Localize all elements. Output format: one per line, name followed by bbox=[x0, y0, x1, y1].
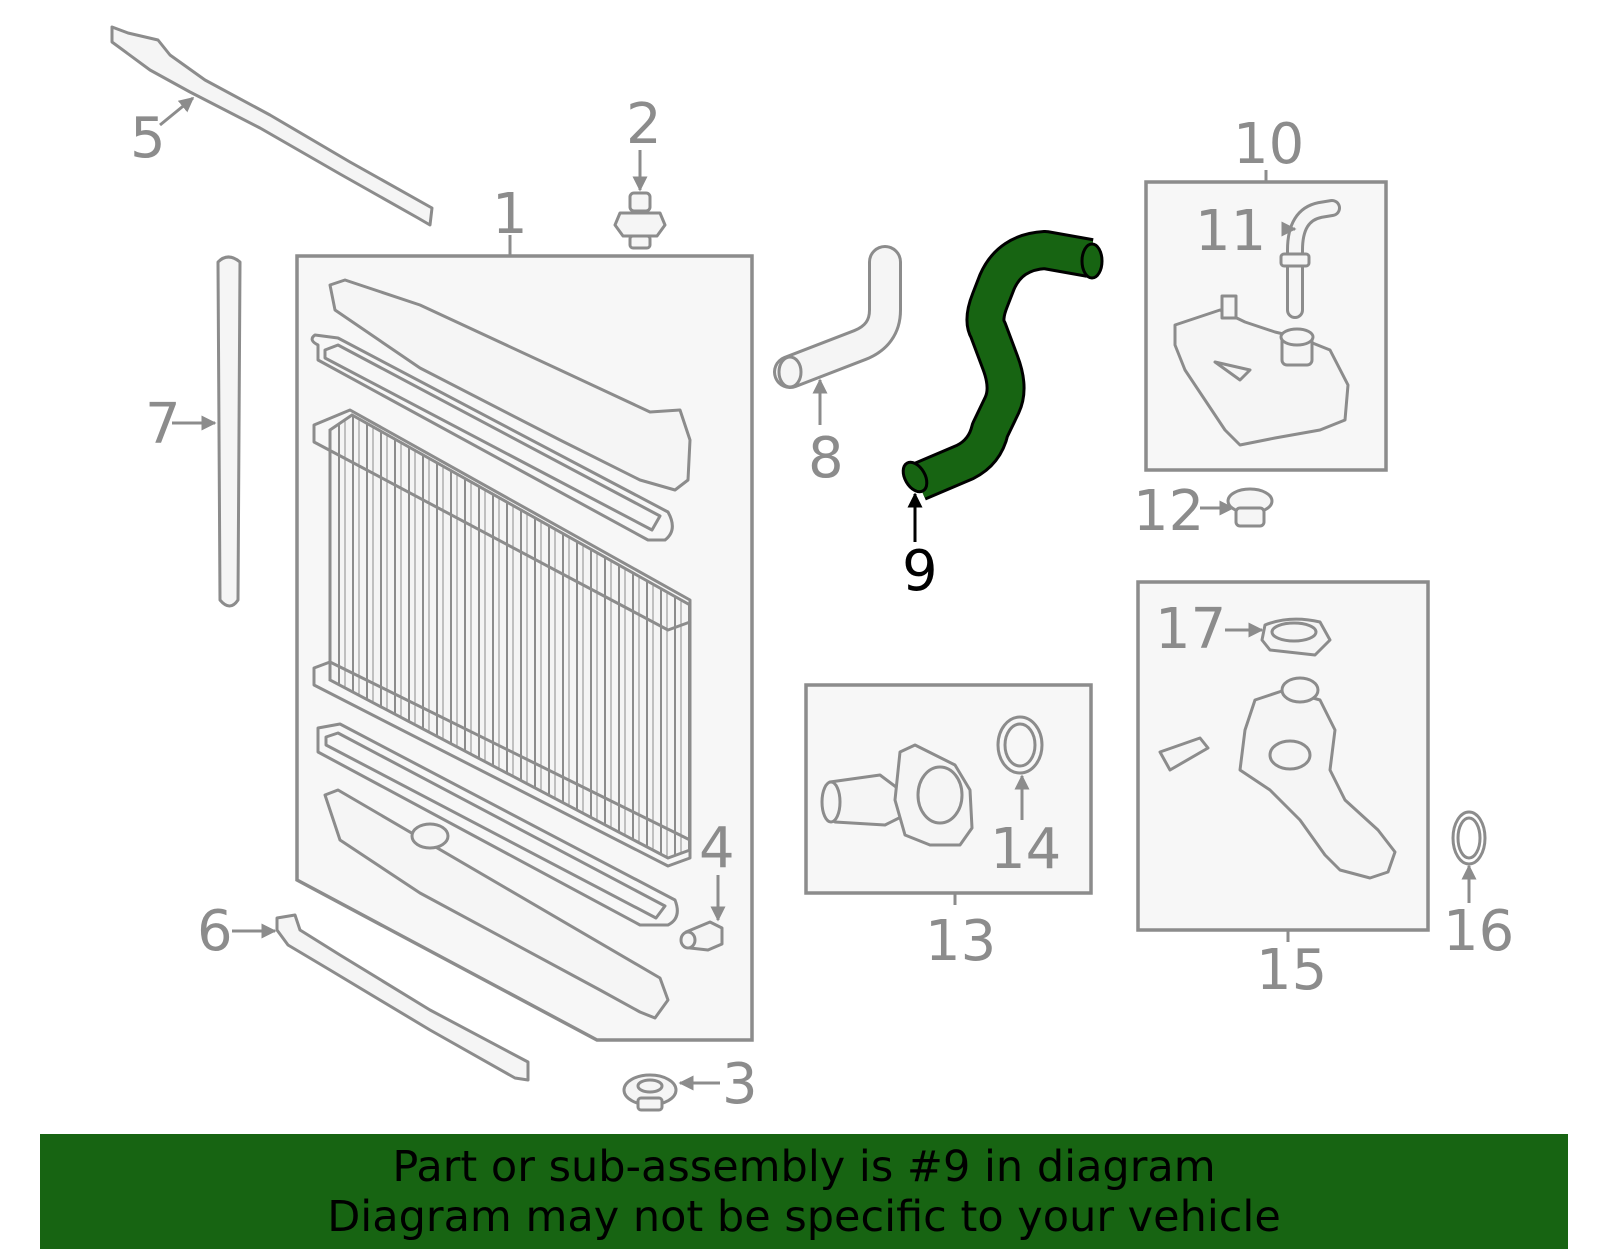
part-13-water-inlet-assembly bbox=[804, 683, 1093, 905]
callout-13[interactable]: 13 bbox=[925, 909, 996, 974]
callout-7[interactable]: 7 bbox=[145, 392, 181, 457]
callout-11[interactable]: 11 bbox=[1195, 199, 1266, 264]
callout-8[interactable]: 8 bbox=[808, 426, 844, 491]
callout-10[interactable]: 10 bbox=[1233, 112, 1304, 177]
part-16-o-ring bbox=[1451, 810, 1487, 866]
callout-16[interactable]: 16 bbox=[1443, 899, 1514, 964]
callout-9[interactable]: 9 bbox=[902, 539, 938, 604]
part-3-bushing bbox=[622, 1073, 678, 1112]
part-4-drain-plug bbox=[679, 920, 724, 952]
banner-line-disclaimer: Diagram may not be specific to your vehi… bbox=[327, 1192, 1281, 1242]
part-15-housing-assembly bbox=[1136, 580, 1430, 942]
part-5-upper-support bbox=[110, 25, 434, 227]
callout-6[interactable]: 6 bbox=[197, 899, 233, 964]
callout-12[interactable]: 12 bbox=[1133, 479, 1204, 544]
part-10-reservoir-assembly bbox=[1144, 170, 1388, 472]
callout-1[interactable]: 1 bbox=[492, 182, 528, 247]
callout-15[interactable]: 15 bbox=[1256, 938, 1327, 1003]
part-8-lower-hose bbox=[773, 245, 902, 389]
part-2-clip bbox=[613, 191, 667, 250]
callout-labels: 1 2 3 4 5 6 7 8 9 10 11 12 13 14 15 16 1… bbox=[130, 92, 1514, 1117]
part-12-grommet bbox=[1226, 487, 1274, 528]
callout-17[interactable]: 17 bbox=[1155, 597, 1226, 662]
callout-14[interactable]: 14 bbox=[990, 817, 1061, 882]
diagram-notice-banner: Part or sub-assembly is #9 in diagram Di… bbox=[40, 1134, 1568, 1249]
part-6-lower-support bbox=[275, 913, 530, 1082]
part-7-side-seal bbox=[216, 255, 242, 608]
callout-4[interactable]: 4 bbox=[699, 816, 735, 881]
callout-3[interactable]: 3 bbox=[722, 1052, 758, 1117]
callout-2[interactable]: 2 bbox=[626, 92, 662, 157]
banner-line-part: Part or sub-assembly is #9 in diagram bbox=[392, 1142, 1216, 1192]
part-1-radiator-assembly bbox=[295, 254, 754, 1042]
callout-5[interactable]: 5 bbox=[130, 106, 166, 171]
leader-lines bbox=[159, 96, 1477, 1091]
part-9-radiator-hose-highlighted bbox=[901, 230, 1104, 501]
